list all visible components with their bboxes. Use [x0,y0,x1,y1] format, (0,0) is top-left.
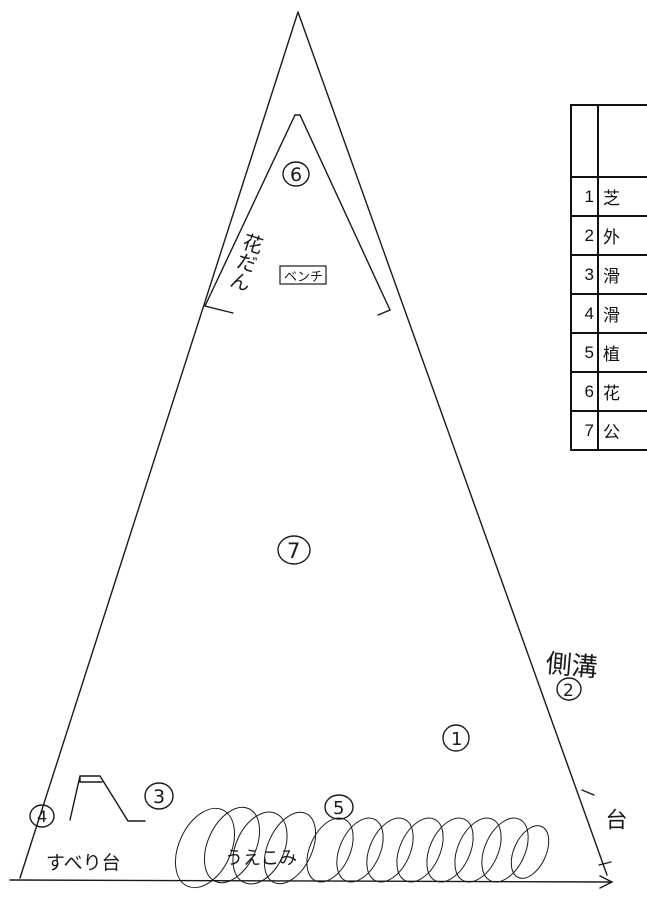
legend-row: 5 植 [570,332,647,373]
legend-row: 2 外 [570,215,647,256]
marker-7-circle [277,535,311,565]
legend-row-label: 外 [597,215,647,256]
marker-5-circle [324,794,354,820]
legend-row-num: 4 [570,293,599,334]
legend-row-num: 5 [570,332,599,373]
bench-label: ベンチ [284,270,323,285]
shrubs-scribble [174,806,550,889]
marker-6-circle [282,161,310,187]
edge-ticks [581,789,612,866]
legend-row: 7 公 [570,410,647,451]
legend-row: 1 芝 [570,176,647,217]
flowerbed-label: 花だん [225,229,266,294]
park-boundary [19,11,608,879]
legend-row-num: 6 [570,371,599,412]
legend-row-label: 滑 [597,293,647,334]
legend-header-row [570,104,647,178]
marker-3-circle [144,782,174,810]
shrubs-label: うえこみ [225,848,297,869]
legend-row-label: 植 [597,332,647,373]
legend-row: 6 花 [570,371,647,412]
marker-6: 6 [290,164,302,186]
marker-7: 7 [287,539,300,563]
marker-4-circle [29,804,55,828]
legend-row-label: 芝 [597,176,647,217]
legend-row-label: 滑 [597,254,647,295]
slide-label: すべり台 [46,852,121,874]
base-line [9,875,614,889]
marker-2: 2 [563,681,574,701]
legend-row-label: 花 [597,371,647,412]
legend-row-num: 1 [570,176,599,217]
legend-row-num: 2 [570,215,599,256]
edge-mark-label: 台 [602,808,627,830]
legend-row: 3 滑 [570,254,647,295]
marker-4: 4 [37,807,47,826]
marker-1: 1 [451,729,462,750]
slide-shape [69,775,146,822]
marker-3: 3 [153,786,165,808]
bench-box [279,265,327,285]
legend-header-label [597,104,647,178]
flowerbed-boundary [204,114,391,316]
marker-1-circle [442,724,470,752]
legend-row-label: 公 [597,410,647,451]
legend-row-num: 3 [570,254,599,295]
legend-header-num [570,104,599,178]
marker-5: 5 [333,798,344,819]
legend-row-num: 7 [570,410,599,451]
marker-2-circle [556,677,582,701]
ditch-label: 側溝 [544,649,598,683]
legend-row: 4 滑 [570,293,647,334]
legend-table: 1 芝 2 外 3 滑 4 滑 5 植 6 花 7 公 [570,104,647,451]
